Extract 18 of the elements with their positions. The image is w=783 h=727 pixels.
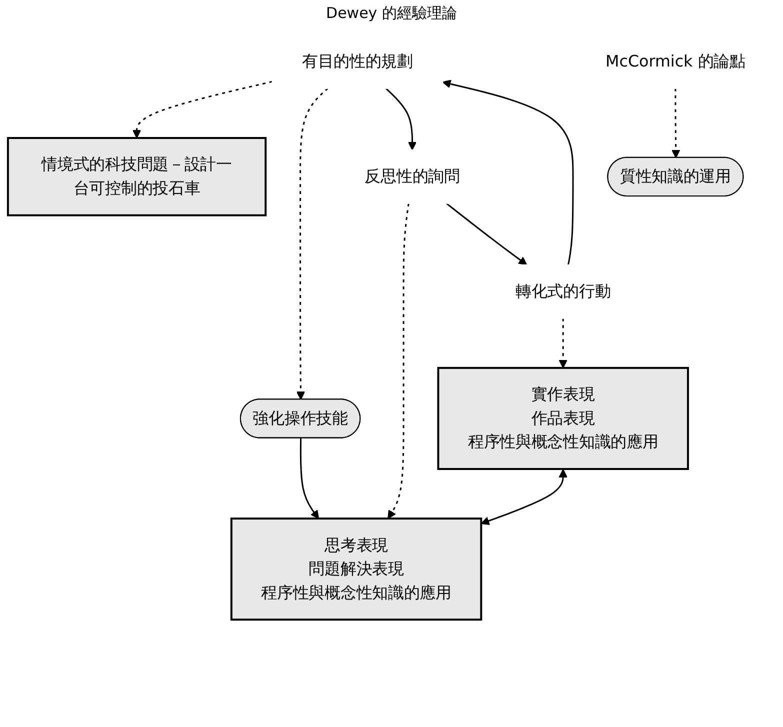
center-note: Dewey 的經驗理論 xyxy=(325,4,458,23)
arrow xyxy=(132,80,272,138)
arrow xyxy=(558,318,568,368)
arrow xyxy=(446,202,528,266)
arrow xyxy=(442,80,574,265)
node-text: 轉化式的行動 xyxy=(516,282,611,301)
arrow xyxy=(296,88,328,400)
node-text: 有目的性的規劃 xyxy=(302,52,413,71)
node-text: 反思性的詢問 xyxy=(364,166,460,186)
node-box: 思考表現 問題解決表現 程序性與概念性知識的應用 xyxy=(230,518,482,621)
node-text: McCormick 的論點 xyxy=(606,52,746,71)
arrow xyxy=(672,88,680,158)
arrow xyxy=(480,469,568,526)
node-box: 情境式的科技問題－設計一台可控制的投石車 xyxy=(6,137,267,216)
arrow xyxy=(388,203,410,519)
arrow xyxy=(385,88,417,150)
node-box: 實作表現 作品表現 程序性與概念性知識的應用 xyxy=(437,366,689,470)
arrow xyxy=(300,438,320,519)
